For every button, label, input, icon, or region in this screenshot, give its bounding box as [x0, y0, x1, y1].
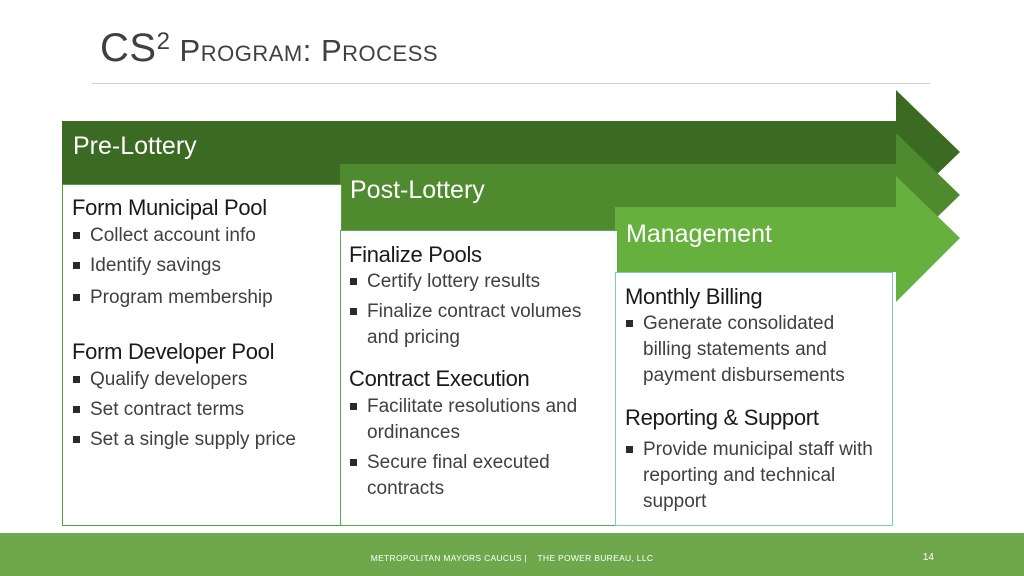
bullet-square-icon — [73, 436, 80, 443]
list-item: Collect account info — [72, 223, 334, 249]
management-box: Monthly Billing Generate consolidated bi… — [615, 272, 893, 526]
list-item: Identify savings — [72, 253, 334, 279]
bullet-square-icon — [73, 232, 80, 239]
title-main: CS — [100, 26, 157, 70]
bullet-square-icon — [350, 403, 357, 410]
band-label-management: Management — [626, 220, 772, 248]
list-item: Provide municipal staff with reporting a… — [625, 437, 887, 515]
bullet-square-icon — [73, 262, 80, 269]
band-label-post-lottery: Post-Lottery — [350, 176, 485, 204]
section-heading: Monthly Billing — [625, 284, 763, 309]
section-form-municipal-pool: Form Municipal Pool Collect account info… — [72, 194, 334, 311]
section-contract-execution: Contract Execution Facilitate resolution… — [349, 365, 615, 502]
bullet-square-icon — [350, 278, 357, 285]
page-number: 14 — [922, 552, 934, 563]
title-superscript: 2 — [156, 28, 171, 55]
list-item: Set a single supply price — [72, 427, 334, 453]
list-item: Certify lottery results — [349, 269, 615, 295]
bullet-square-icon — [350, 459, 357, 466]
section-heading: Form Municipal Pool — [72, 195, 267, 220]
bullet-square-icon — [73, 294, 80, 301]
section-finalize-pools: Finalize Pools Certify lottery results F… — [349, 241, 615, 351]
list-item: Finalize contract volumes and pricing — [349, 299, 615, 351]
list-item: Qualify developers — [72, 367, 334, 393]
section-heading: Form Developer Pool — [72, 339, 275, 364]
pre-lottery-box: Form Municipal Pool Collect account info… — [62, 184, 342, 526]
management-arrow — [615, 176, 960, 302]
title-rest: Program: Process — [170, 33, 439, 68]
footer-bar — [0, 533, 1024, 576]
bullet-square-icon — [73, 406, 80, 413]
bullet-square-icon — [626, 320, 633, 327]
bullet-square-icon — [626, 446, 633, 453]
section-monthly-billing: Monthly Billing Generate consolidated bi… — [625, 283, 887, 389]
section-reporting-support: Reporting & Support Provide municipal st… — [625, 404, 887, 515]
list-item: Set contract terms — [72, 397, 334, 423]
bullet-square-icon — [350, 308, 357, 315]
footer-text: METROPOLITAN MAYORS CAUCUS | THE POWER B… — [370, 553, 654, 563]
list-item: Secure final executed contracts — [349, 450, 615, 502]
bullet-square-icon — [73, 376, 80, 383]
section-heading: Contract Execution — [349, 366, 530, 391]
list-item: Program membership — [72, 285, 334, 311]
post-lottery-box: Finalize Pools Certify lottery results F… — [340, 230, 618, 526]
slide-title: CS2 Program: Process — [100, 26, 438, 71]
list-item: Facilitate resolutions and ordinances — [349, 394, 615, 446]
section-heading: Finalize Pools — [349, 242, 482, 267]
section-heading: Reporting & Support — [625, 405, 819, 430]
list-item: Generate consolidated billing statements… — [625, 311, 887, 389]
section-form-developer-pool: Form Developer Pool Qualify developers S… — [72, 338, 334, 453]
band-label-pre-lottery: Pre-Lottery — [73, 132, 197, 160]
title-divider — [92, 83, 930, 84]
